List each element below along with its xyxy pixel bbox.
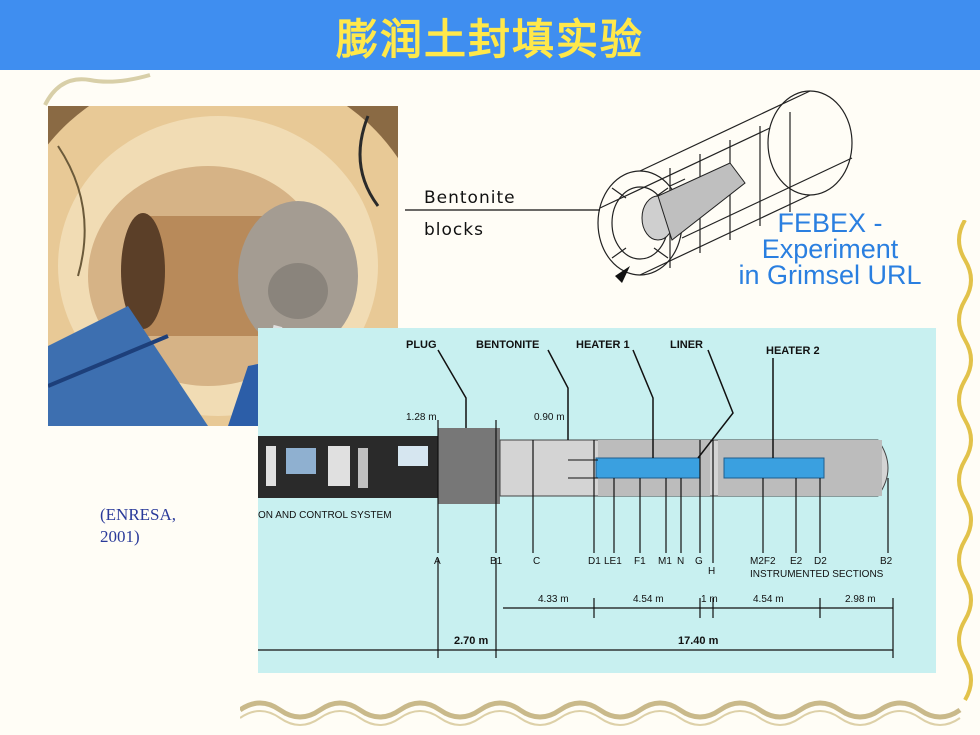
- dim-small-left: 1.28 m: [406, 412, 437, 423]
- label-heater-2: HEATER 2: [766, 345, 820, 357]
- bentonite-callout-line2: blocks: [424, 220, 484, 240]
- instrumented-sections-label: INSTRUMENTED SECTIONS: [750, 569, 884, 580]
- dim-4-54-b: 4.54 m: [753, 594, 784, 605]
- section-d1: D1: [588, 556, 601, 567]
- section-d2: D2: [814, 556, 827, 567]
- dim-2-98: 2.98 m: [845, 594, 876, 605]
- title-banner: [0, 0, 980, 70]
- tunnel-photo-illustration: [48, 106, 398, 426]
- dim-4-33: 4.33 m: [538, 594, 569, 605]
- dim-4-54-a: 4.54 m: [633, 594, 664, 605]
- decorative-leaf-top-left: [43, 73, 151, 106]
- citation: (ENRESA, 2001): [100, 504, 176, 548]
- label-bentonite: BENTONITE: [476, 339, 539, 351]
- label-heater-1: HEATER 1: [576, 339, 630, 351]
- febex-caption: FEBEX - Experiment in Grimsel URL: [700, 208, 960, 290]
- section-b1: B1: [490, 556, 503, 567]
- section-b2: B2: [880, 556, 893, 567]
- dim-17-40: 17.40 m: [678, 635, 719, 647]
- section-e2: E2: [790, 556, 803, 567]
- febex-caption-line3: in Grimsel URL: [738, 260, 922, 290]
- citation-line1: (ENRESA,: [100, 505, 177, 524]
- decorative-vine-bottom: [240, 700, 962, 726]
- section-n: N: [677, 556, 684, 567]
- decorative-vine-right: [957, 220, 973, 702]
- dim-1: 1 m: [701, 594, 718, 605]
- febex-caption-line1: FEBEX -: [777, 208, 883, 238]
- section-h: H: [708, 566, 715, 577]
- section-m1: M1: [658, 556, 672, 567]
- dim-2-70: 2.70 m: [454, 635, 488, 647]
- febex-caption-line2: Experiment: [761, 234, 899, 264]
- section-a: A: [434, 556, 441, 567]
- bentonite-callout-line1: Bentonite: [424, 188, 516, 208]
- diagram-svg: PLUG BENTONITE HEATER 1 LINER HEATER 2 1…: [258, 339, 894, 658]
- dim-small-mid: 0.90 m: [534, 412, 565, 423]
- label-plug: PLUG: [406, 339, 437, 351]
- system-label: ON AND CONTROL SYSTEM: [258, 510, 392, 521]
- section-m2f2: M2F2: [750, 556, 776, 567]
- label-liner: LINER: [670, 339, 703, 351]
- section-f1: F1: [634, 556, 646, 567]
- section-le1: LE1: [604, 556, 622, 567]
- tunnel-photo: [48, 106, 398, 426]
- slide-title: 膨润土封填实验: [335, 15, 644, 64]
- bentonite-cylinder-drawing: [405, 90, 853, 283]
- section-c: C: [533, 556, 540, 567]
- febex-section-diagram: PLUG BENTONITE HEATER 1 LINER HEATER 2 1…: [258, 328, 936, 673]
- section-g: G: [695, 556, 703, 567]
- citation-line2: 2001): [100, 527, 140, 546]
